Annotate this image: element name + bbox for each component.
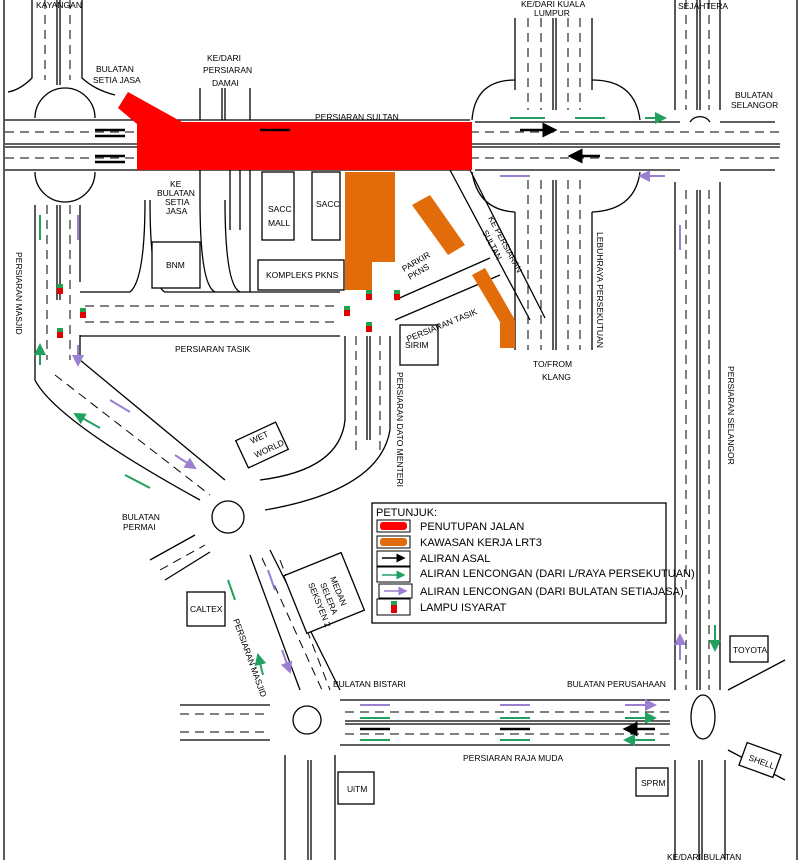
label-bulatan-perusahaan: BULATAN PERUSAHAAN [567, 679, 666, 689]
label-caltex: CALTEX [190, 604, 223, 614]
legend-title: PETUNJUK: [376, 507, 437, 519]
label-setia-jasa: BULATAN [96, 64, 134, 74]
sirim-building [399, 324, 439, 366]
label-bulatan-selangor: BULATAN [735, 90, 773, 100]
label-bulatan-permai: BULATAN [122, 512, 160, 522]
label-sejahtera: SEJAHTERA [678, 1, 728, 11]
label-sirim: SIRIM [405, 340, 429, 350]
bnm-building [151, 241, 201, 289]
legend-item-traffic-light: LAMPU ISYARAT [376, 598, 507, 616]
label-sacc: SACC [316, 199, 340, 209]
label-bnm: BNM [166, 260, 185, 270]
label-setia-jasa: SETIA JASA [93, 75, 141, 85]
legend-item-original-flow: ALIRAN ASAL [376, 550, 490, 567]
label-persiaran-raja-muda: PERSIARAN RAJA MUDA [463, 753, 563, 763]
label-persiaran-selangor: PERSIARAN SELANGOR [726, 366, 736, 465]
label-damai: PERSIARAN [203, 65, 252, 75]
buildings [151, 171, 782, 805]
legend-item-detour-setia-jasa: ALIRAN LENCONGAN (DARI BULATAN SETIAJASA… [378, 583, 684, 599]
label-sprm: SPRM [641, 778, 666, 788]
flow-arrows [40, 118, 721, 740]
medan-selera-building [282, 551, 366, 635]
label-bulatan-selangor: SELANGOR [731, 100, 778, 110]
traffic-lights [57, 284, 400, 338]
lrt3-work-zones [345, 172, 515, 348]
label-sacc-mall: SACC [268, 204, 292, 214]
label-kuala-lumpur: LUMPUR [534, 8, 570, 18]
legend-item-road-closure: PENUTUPAN JALAN [376, 519, 524, 533]
map-border [3, 0, 798, 860]
map-labels: KAYANGAN BULATAN SETIA JASA KE/DARI PERS… [14, 0, 778, 860]
svg-text:ALIRAN LENCONGAN (DARI BULATAN: ALIRAN LENCONGAN (DARI BULATAN SETIAJASA… [420, 586, 684, 598]
label-kompleks-pkns: KOMPLEKS PKNS [266, 270, 339, 280]
label-ke-setia-jasa: KE [170, 179, 182, 189]
label-klang: KLANG [542, 372, 571, 382]
label-uitm: UiTM [347, 784, 367, 794]
legend-item-lrt3-work-zone: KAWASAN KERJA LRT3 [376, 535, 542, 549]
uitm-building [337, 771, 375, 805]
kompleks-pkns-building [257, 259, 345, 291]
sacc-mall-building [261, 171, 295, 241]
sprm-building [635, 767, 669, 797]
road-closure-area [118, 92, 472, 170]
label-bulatan-bistari: BULATAN BISTARI [333, 679, 406, 689]
svg-text:PENUTUPAN JALAN: PENUTUPAN JALAN [420, 521, 524, 533]
label-damai: DAMAI [212, 78, 239, 88]
toyota-building [729, 635, 769, 663]
svg-text:KAWASAN KERJA LRT3: KAWASAN KERJA LRT3 [420, 537, 542, 549]
road-network [5, 0, 786, 860]
label-persiaran-sultan: PERSIARAN SULTAN [315, 112, 399, 122]
label-persiaran-masjid-bottom: PERSIARAN MASJID [231, 617, 269, 698]
label-toyota: TOYOTA [733, 645, 767, 655]
label-persiaran-tasik: PERSIARAN TASIK [175, 344, 251, 354]
sacc-building [311, 171, 341, 241]
shell-building [738, 741, 782, 779]
label-lebuhraya-persekutuan: LEBUHRAYA PERSEKUTUAN [595, 232, 605, 348]
label-dato-menteri: PERSIARAN DATO MENTERI [395, 372, 405, 487]
legend-item-detour-persekutuan: ALIRAN LENCONGAN (DARI L/RAYA PERSEKUTUA… [376, 566, 695, 583]
wet-world-building [234, 421, 290, 469]
label-klang: TO/FROM [533, 359, 572, 369]
caltex-building [186, 591, 226, 627]
label-damai: KE/DARI [207, 53, 241, 63]
legend: PETUNJUK: PENUTUPAN JALAN KAWASAN KERJA … [371, 502, 695, 624]
svg-text:ALIRAN LENCONGAN (DARI L/RAYA: ALIRAN LENCONGAN (DARI L/RAYA PERSEKUTUA… [420, 568, 695, 580]
label-ke-setia-jasa: JASA [166, 206, 188, 216]
label-ke-setia-jasa: BULATAN [157, 188, 195, 198]
label-persiaran-masjid: PERSIARAN MASJID [14, 252, 24, 335]
label-ke-dari-kuala: KE/DARI KUALA [521, 0, 586, 9]
label-kayangan: KAYANGAN [36, 0, 82, 10]
svg-text:ALIRAN ASAL: ALIRAN ASAL [420, 553, 490, 565]
label-ke-setia-jasa: SETIA [165, 197, 190, 207]
label-bulatan-permai: PERMAI [123, 522, 156, 532]
label-ke-dari-bulatan: KE/DARI BULATAN [667, 852, 741, 860]
label-sacc-mall: MALL [268, 218, 290, 228]
svg-text:LAMPU ISYARAT: LAMPU ISYARAT [420, 602, 507, 614]
